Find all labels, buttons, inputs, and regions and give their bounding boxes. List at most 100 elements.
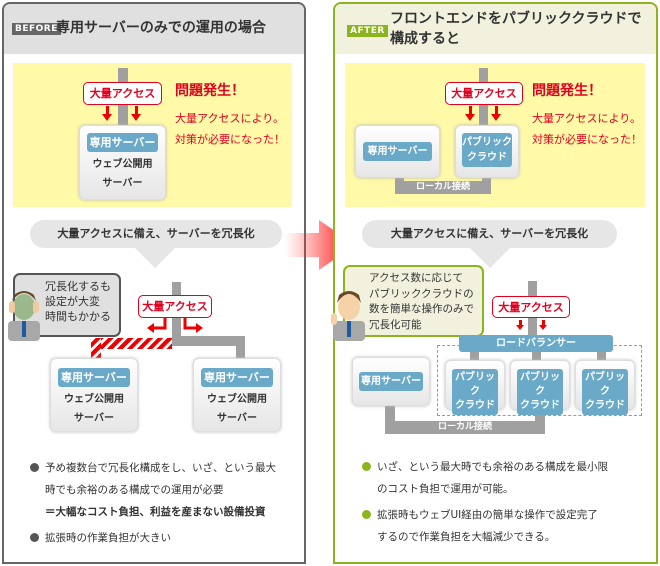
network-line <box>385 400 395 434</box>
network-line <box>470 350 479 362</box>
after-title: フロントエンドをパブリッククラウドで <box>390 11 642 27</box>
server-label: 専用サーバー <box>87 133 158 152</box>
local-connection: ローカル接続 <box>395 181 491 194</box>
access-label: 大量アクセス <box>83 82 162 105</box>
worried-person-icon <box>8 291 40 341</box>
problem-text: 大量アクセスにより。 <box>532 112 642 125</box>
network-line <box>172 336 245 346</box>
problem-text: 大量アクセスにより。 <box>175 112 285 125</box>
load-balancer: ロードバランサー <box>459 335 613 352</box>
access-label: 大量アクセス <box>138 295 212 318</box>
after-tag: AFTER <box>347 25 388 37</box>
problem-title: 問題発生！ <box>532 83 602 99</box>
after-header: AFTER フロントエンドをパブリッククラウドで 構成すると <box>335 4 656 54</box>
down-arrow-icon <box>516 325 524 330</box>
bullet-text: 拡張時もウェブUI経由の簡単な操作で設定完了 <box>377 509 598 521</box>
local-connection: ローカル接続 <box>385 421 545 434</box>
bubble-text: 時間もかかる <box>45 310 111 323</box>
network-line <box>597 350 606 362</box>
step-pill: 大量アクセスに備え、サーバーを冗長化 <box>30 220 282 248</box>
down-arrow-icon <box>491 114 501 121</box>
hatched-connection <box>91 338 172 349</box>
public-cloud: パブリッククラウド <box>575 360 635 415</box>
public-cloud: パブリッククラウド <box>510 360 570 415</box>
public-cloud: パブリッククラウド <box>455 125 519 178</box>
bubble-text: アクセス数に応じて <box>369 272 463 284</box>
bullet-text: 予め複数台で冗長化構成をし、いざ、という最大 <box>45 462 276 474</box>
transition-arrow-icon <box>285 220 355 270</box>
cloud-text: クラウド <box>585 400 625 411</box>
before-bullet: 予め複数台で冗長化構成をし、いざ、という最大 時でも余裕のある構成での運用が必要… <box>30 457 276 549</box>
bubble-text: 数を簡単な操作のみで <box>369 303 474 315</box>
server-label: 専用サーバー <box>201 368 273 387</box>
problem-text: 対策が必要になった！ <box>532 133 642 146</box>
bullet-text: 拡張時の作業負担が大きい <box>45 532 171 544</box>
down-arrow-icon <box>539 325 547 330</box>
dedicated-server: 専用サーバー ウェブ公開用 サーバー <box>79 125 166 200</box>
cloud-label: パブリッククラウド <box>517 369 563 415</box>
arrow-stem <box>469 106 472 115</box>
server-label: 専用サーバー <box>359 372 423 391</box>
after-bullet: いざ、という最大時でも余裕のある構成を最小限 のコスト負担で運用が可能。 拡張時… <box>362 456 608 548</box>
problem-title: 問題発生！ <box>175 83 245 99</box>
access-label: 大量アクセス <box>445 82 523 105</box>
speech-bubble: アクセス数に応じて パブリッククラウドの 数を簡単な操作のみで 冗長化可能 <box>343 265 484 337</box>
down-arrow-icon <box>465 114 475 121</box>
bubble-text: 設定が大変 <box>45 295 100 308</box>
split-arrows-icon <box>147 318 203 333</box>
server-label: 専用サーバー <box>58 368 130 387</box>
before-tag: BEFORE <box>12 23 61 35</box>
arrow-stem <box>542 320 545 325</box>
arrow-stem <box>519 320 522 325</box>
bubble-text: 冗長化するも <box>45 280 111 293</box>
before-header: BEFORE 専用サーバーのみでの運用の場合 <box>4 4 304 54</box>
dedicated-server: 専用サーバー <box>355 125 440 178</box>
cloud-text: パブリック <box>520 372 560 397</box>
cloud-text: クラウド <box>520 400 560 411</box>
cloud-text: クラウド <box>467 152 507 163</box>
cloud-text: パブリック <box>455 372 495 397</box>
bubble-text: 冗長化可能 <box>369 318 422 331</box>
before-title: 専用サーバーのみでの運用の場合 <box>56 20 266 36</box>
bullet-text: のコスト負担で運用が可能。 <box>377 483 514 495</box>
cloud-text: クラウド <box>455 400 495 411</box>
network-line <box>532 350 541 362</box>
server-text: ウェブ公開用 <box>64 394 124 405</box>
dedicated-server: 専用サーバー ウェブ公開用 サーバー <box>193 358 281 432</box>
arrow-stem <box>135 106 138 115</box>
dedicated-server: 専用サーバー ウェブ公開用 サーバー <box>50 358 138 432</box>
down-arrow-icon <box>470 248 510 268</box>
access-label: 大量アクセス <box>492 296 570 318</box>
cloud-text: パブリック <box>585 372 625 397</box>
down-arrow-icon <box>102 114 112 121</box>
bullet-icon <box>362 462 371 471</box>
bullet-icon <box>362 510 371 519</box>
after-title: 構成すると <box>390 31 460 47</box>
dedicated-server: 専用サーバー <box>352 357 430 406</box>
arrow-stem <box>106 106 109 115</box>
server-text: サーバー <box>217 413 257 424</box>
network-line <box>236 336 245 360</box>
server-text: サーバー <box>102 178 143 189</box>
bullet-icon <box>30 463 39 472</box>
bullet-text: 時でも余裕のある構成での運用が必要 <box>45 484 224 496</box>
network-line <box>535 405 545 434</box>
public-cloud: パブリッククラウド <box>445 360 505 415</box>
server-label: 専用サーバー <box>363 142 432 161</box>
bullet-emphasis: ＝大幅なコスト負担、利益を産まない設備投資 <box>45 506 266 518</box>
server-text: ウェブ公開用 <box>207 394 267 405</box>
server-text: ウェブ公開用 <box>92 159 153 170</box>
down-arrow-icon <box>131 114 141 121</box>
happy-person-icon <box>331 291 365 341</box>
server-text: サーバー <box>74 413 114 424</box>
cloud-label: パブリッククラウド <box>582 369 628 415</box>
bullet-text: するので作業負担を大幅減少できる。 <box>377 531 556 543</box>
bullet-text: いざ、という最大時でも余裕のある構成を最小限 <box>377 461 608 473</box>
cloud-text: パブリック <box>462 137 512 148</box>
arrow-stem <box>495 106 498 115</box>
problem-text: 対策が必要になった！ <box>175 133 285 146</box>
bullet-icon <box>30 533 39 542</box>
down-arrow-icon <box>135 248 175 268</box>
hatched-connection <box>91 338 101 358</box>
cloud-label: パブリッククラウド <box>462 133 512 167</box>
